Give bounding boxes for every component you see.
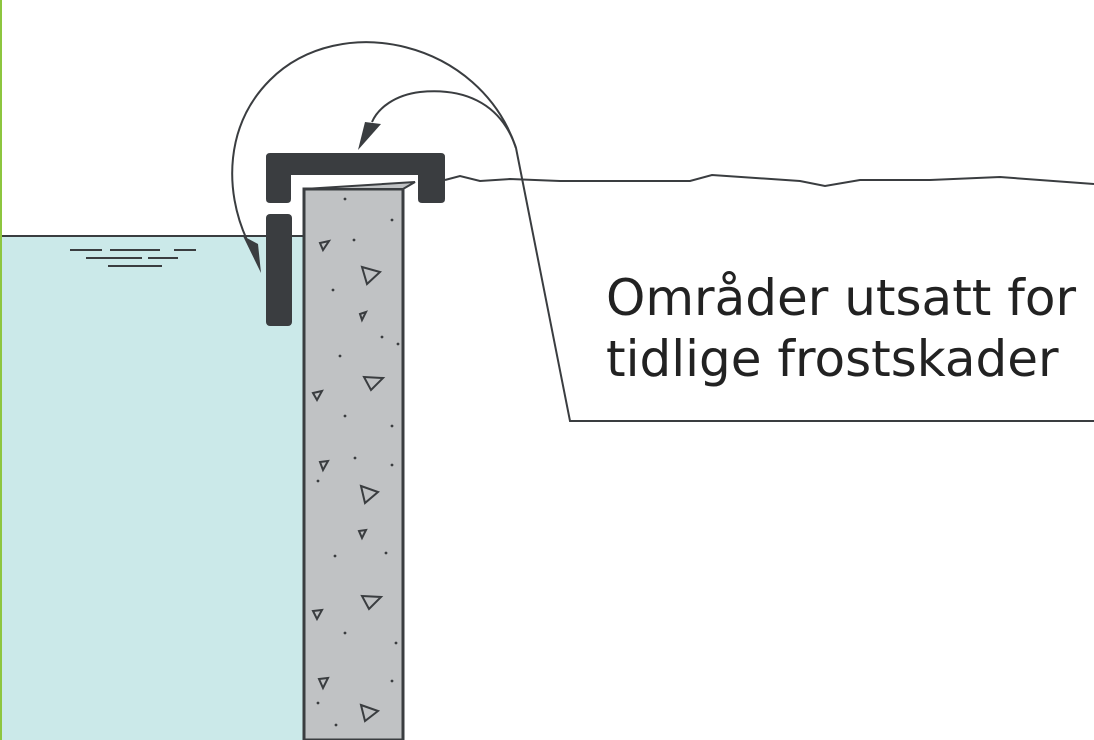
ground-line bbox=[444, 173, 1094, 188]
wall-tile bbox=[266, 214, 292, 326]
accent-border bbox=[0, 0, 2, 740]
capstone bbox=[266, 153, 445, 203]
inner-arrow-head bbox=[358, 122, 381, 150]
outer-arrow-head bbox=[243, 236, 261, 273]
outer-arrow-curve bbox=[231, 41, 517, 241]
label-line-1: Områder utsatt for bbox=[606, 269, 1077, 327]
concrete-wall bbox=[302, 181, 416, 740]
water-ripples bbox=[70, 249, 196, 267]
aggregate-texture bbox=[311, 239, 386, 723]
aggregate-dots bbox=[316, 197, 400, 727]
label-line-2: tidlige frostskader bbox=[606, 330, 1059, 388]
water-body bbox=[2, 236, 304, 740]
leader-line bbox=[515, 147, 1094, 422]
inner-arrow-curve bbox=[371, 90, 517, 149]
